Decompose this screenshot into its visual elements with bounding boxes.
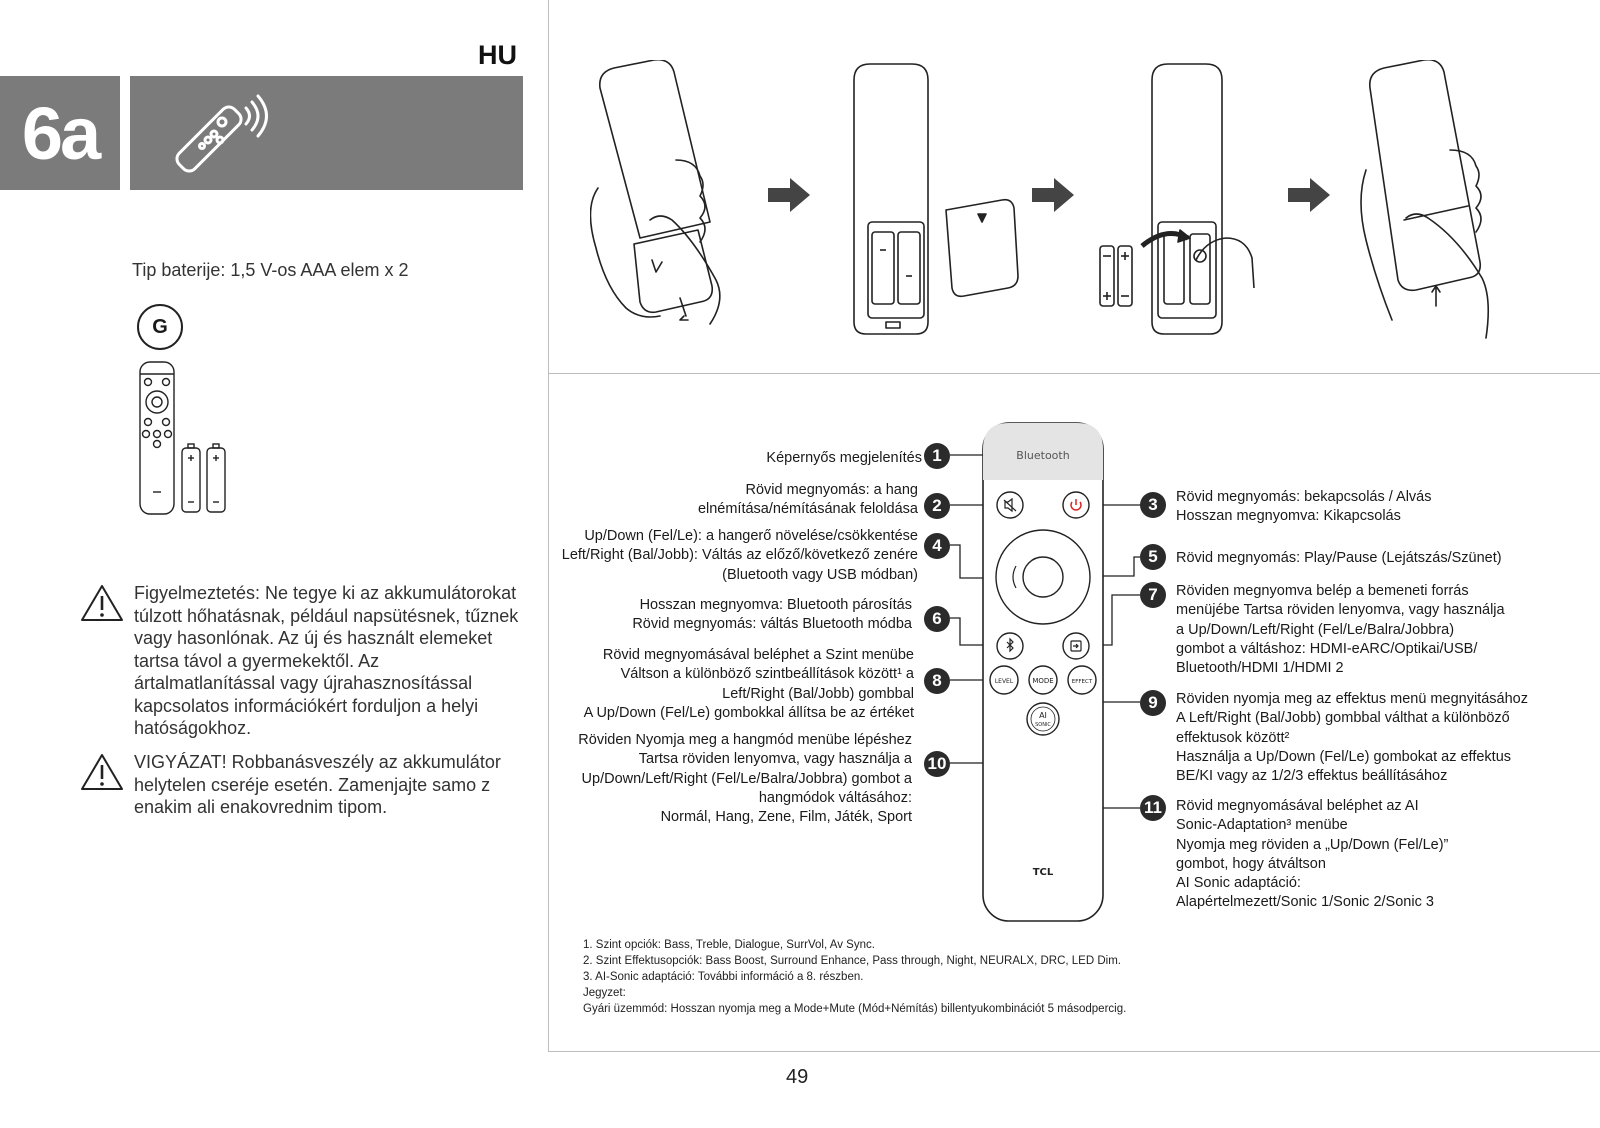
callout-badge-5: 5 <box>1140 544 1166 570</box>
step3-insert-batteries-illustration <box>1099 63 1255 335</box>
step4-close-cover-illustration <box>1360 60 1490 339</box>
sonic-label: SONIC <box>1035 722 1051 728</box>
note-factory-mode: Gyári üzemmód: Hosszan nyomja meg a Mode… <box>583 1003 1127 1015</box>
footnotes: 1. Szint opciók: Bass, Treble, Dialogue,… <box>583 937 1126 1017</box>
arrow-right-icon <box>1032 178 1074 212</box>
warning-triangle-icon <box>81 585 123 621</box>
effect-button[interactable] <box>1067 665 1097 695</box>
warning-heat: Figyelmeztetés: Ne tegye ki az akkumulát… <box>80 582 520 740</box>
warning-explosion-text: VIGYÁZAT! Robbanásveszély az akkumulátor… <box>134 752 501 817</box>
callout-label-6: Hosszan megnyomva: Bluetooth párosítás R… <box>632 597 912 633</box>
input-source-icon <box>1070 640 1082 652</box>
page-number: 49 <box>786 1066 809 1088</box>
callout-badge-7: 7 <box>1140 582 1166 608</box>
arrow-right-icon <box>1288 178 1330 212</box>
mute-icon <box>1003 497 1017 513</box>
footnote-3: 3. AI-Sonic adaptáció: További informáci… <box>583 971 864 983</box>
callout-label-11: Rövid megnyomásával beléphet az AI Sonic… <box>1176 798 1449 911</box>
note-heading: Jegyzet: <box>583 987 626 999</box>
level-button[interactable] <box>989 665 1019 695</box>
column-divider <box>548 0 549 1052</box>
section-number: 6a <box>0 76 120 190</box>
footnote-2: 2. Szint Effektusopciók: Bass Boost, Sur… <box>583 955 1121 967</box>
play-pause-button[interactable] <box>1022 556 1064 598</box>
callout-badge-4: 4 <box>924 533 950 559</box>
callout-label-7: Röviden megnyomva belép a bemeneti forrá… <box>1176 583 1505 677</box>
step1-open-cover-illustration <box>590 60 721 325</box>
callout-badge-3: 3 <box>1140 492 1166 518</box>
arrow-right-icon <box>768 178 810 212</box>
callout-label-3: Rövid megnyomás: bekapcsolás / Alvás Hos… <box>1176 489 1432 525</box>
section-divider <box>549 373 1600 374</box>
callout-label-5: Rövid megnyomás: Play/Pause (Lejátszás/S… <box>1176 550 1502 566</box>
effect-label: EFFECT <box>1072 679 1093 685</box>
callout-label-4: Up/Down (Fel/Le): a hangerő növelése/csö… <box>561 528 918 583</box>
warning-triangle-icon <box>81 754 123 790</box>
callout-label-1: Képernyős megjelenítés <box>766 450 922 466</box>
g-badge: G <box>137 304 183 350</box>
language-code: HU <box>478 40 517 70</box>
footnote-1: 1. Szint opciók: Bass, Treble, Dialogue,… <box>583 939 875 951</box>
callout-badge-10: 10 <box>924 751 950 777</box>
callout-badge-2: 2 <box>924 493 950 519</box>
callout-badge-6: 6 <box>924 606 950 632</box>
section-header-bar <box>130 76 523 190</box>
ai-label: AI <box>1039 711 1047 720</box>
callout-badge-1: 1 <box>924 443 950 469</box>
warning-heat-text: Figyelmeztetés: Ne tegye ki az akkumulát… <box>134 583 519 738</box>
remote-control-diagram: Bluetooth LEVEL MODE EFFECT AI SONIC TCL <box>982 422 1104 922</box>
brand-logo: TCL <box>1033 867 1054 878</box>
bluetooth-icon <box>1006 637 1014 653</box>
battery-type-text: Tip baterije: 1,5 V-os AAA elem x 2 <box>132 260 409 280</box>
step2-cover-removed-illustration <box>853 63 1019 335</box>
callout-badge-9: 9 <box>1140 690 1166 716</box>
warning-explosion: VIGYÁZAT! Robbanásveszély az akkumulátor… <box>80 751 520 819</box>
mode-button[interactable] <box>1028 665 1058 695</box>
bottom-divider <box>549 1051 1600 1052</box>
remote-signal-icon <box>175 94 268 173</box>
callout-badge-8: 8 <box>924 668 950 694</box>
level-label: LEVEL <box>995 678 1014 685</box>
ai-sonic-button[interactable] <box>1026 702 1060 736</box>
power-icon <box>1070 501 1082 511</box>
callout-badge-11: 11 <box>1140 795 1166 821</box>
remote-with-batteries-illustration <box>139 361 226 515</box>
callout-label-10: Röviden Nyomja meg a hangmód menübe lépé… <box>578 732 912 826</box>
mode-label: MODE <box>1032 677 1053 685</box>
callout-label-2: Rövid megnyomás: a hang elnémítása/némít… <box>697 482 918 518</box>
remote-screen-text: Bluetooth <box>1016 449 1069 462</box>
callout-label-9: Röviden nyomja meg az effektus menü megn… <box>1176 691 1528 785</box>
callout-label-8: Rövid megnyomásával beléphet a Szint men… <box>583 647 914 721</box>
